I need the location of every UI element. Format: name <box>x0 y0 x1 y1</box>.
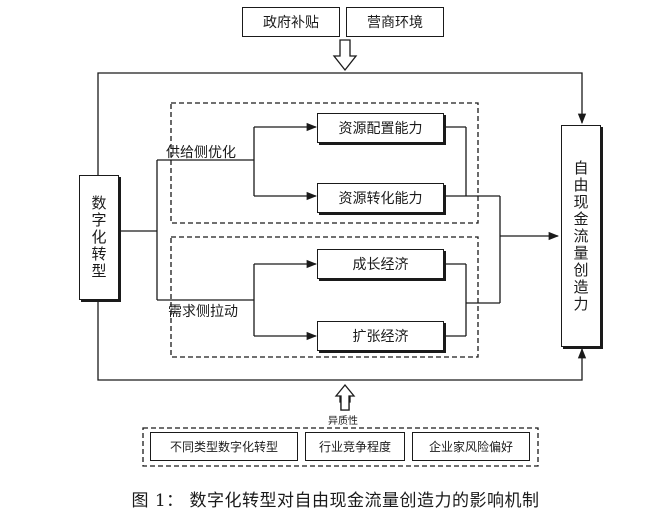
digital-type-label: 不同类型数字化转型 <box>169 440 278 454</box>
digital-type-box: 不同类型数字化转型 <box>150 432 298 461</box>
subsidy-box: 政府补贴 <box>242 7 340 37</box>
business-env-box: 营商环境 <box>346 7 444 37</box>
transformation-box: 资源转化能力 <box>317 183 444 213</box>
top-loop-line <box>97 72 587 175</box>
source-box: 数字化转型 <box>79 175 119 300</box>
supply-group-frame <box>170 102 479 224</box>
source-label: 数字化转型 <box>89 195 108 280</box>
risk-preference-box: 企业家风险偏好 <box>412 432 530 461</box>
subsidy-label: 政府补贴 <box>263 15 319 31</box>
figure-caption: 图 1： 数字化转型对自由现金流量创造力的影响机制 <box>131 491 540 511</box>
growth-label: 成长经济 <box>352 257 409 273</box>
bottom-loop-line <box>97 300 587 381</box>
competition-label: 行业竞争程度 <box>318 440 391 454</box>
demand-group-frame <box>170 236 479 358</box>
expansion-box: 扩张经济 <box>317 321 444 351</box>
heterogeneity-label: 异质性 <box>328 416 358 427</box>
moderator-arrow-top <box>332 39 358 72</box>
allocation-label: 资源配置能力 <box>338 121 423 137</box>
growth-box: 成长经济 <box>317 249 444 279</box>
demand-label: 需求侧拉动 <box>168 304 238 320</box>
expansion-label: 扩张经济 <box>352 329 409 345</box>
transformation-label: 资源转化能力 <box>338 191 423 207</box>
business-env-label: 营商环境 <box>367 15 423 31</box>
supply-label: 供给侧优化 <box>166 145 236 161</box>
target-box: 自由现金流量创造力 <box>561 125 601 347</box>
competition-box: 行业竞争程度 <box>305 432 405 461</box>
target-label: 自由现金流量创造力 <box>571 159 590 313</box>
allocation-box: 资源配置能力 <box>317 113 444 143</box>
risk-preference-label: 企业家风险偏好 <box>428 440 513 454</box>
